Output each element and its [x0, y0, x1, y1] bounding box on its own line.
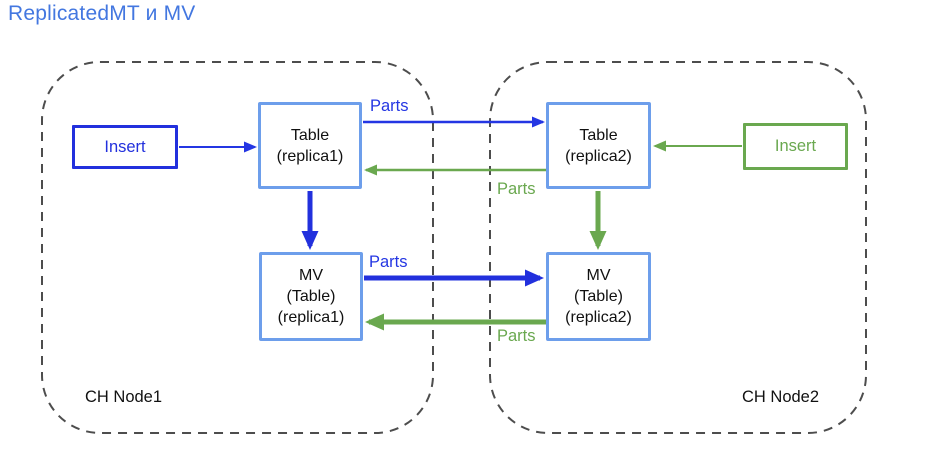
mv-replica2-line1: MV — [586, 267, 611, 284]
diagram-title: ReplicatedMT и MV — [8, 2, 196, 25]
insert-left-label: Insert — [104, 137, 146, 156]
table-replica2-line1: Table — [579, 126, 618, 144]
parts-label-tables-blue: Parts — [370, 97, 409, 115]
table-replica1-line2: (replica1) — [276, 147, 344, 165]
parts-label-mv-green: Parts — [497, 327, 536, 345]
mv-replica2-box: MV (Table) (replica2) — [546, 252, 651, 341]
table-replica1-box: Table (replica1) — [258, 102, 362, 189]
mv-replica1-line1: MV — [299, 267, 323, 284]
table-replica1-line1: Table — [290, 126, 330, 144]
ch-node2-label: CH Node2 — [742, 388, 820, 406]
insert-right-label: Insert — [774, 137, 817, 155]
table-replica2-box: Table (replica2) — [546, 102, 651, 189]
mv-replica1-line2: (Table) — [286, 288, 336, 305]
insert-left-box: Insert — [72, 125, 178, 169]
ch-node2-container — [489, 61, 867, 434]
parts-label-mv-blue: Parts — [369, 253, 408, 271]
ch-node1-label: CH Node1 — [85, 388, 163, 406]
mv-replica2-line2: (Table) — [574, 288, 623, 305]
mv-replica1-box: MV (Table) (replica1) — [259, 252, 363, 341]
table-replica2-line2: (replica2) — [565, 147, 632, 165]
mv-replica1-line3: (replica1) — [277, 309, 345, 326]
mv-replica2-line3: (replica2) — [565, 309, 632, 326]
ch-node1-container — [41, 61, 434, 434]
parts-label-tables-green: Parts — [497, 180, 536, 198]
insert-right-box: Insert — [743, 123, 848, 170]
